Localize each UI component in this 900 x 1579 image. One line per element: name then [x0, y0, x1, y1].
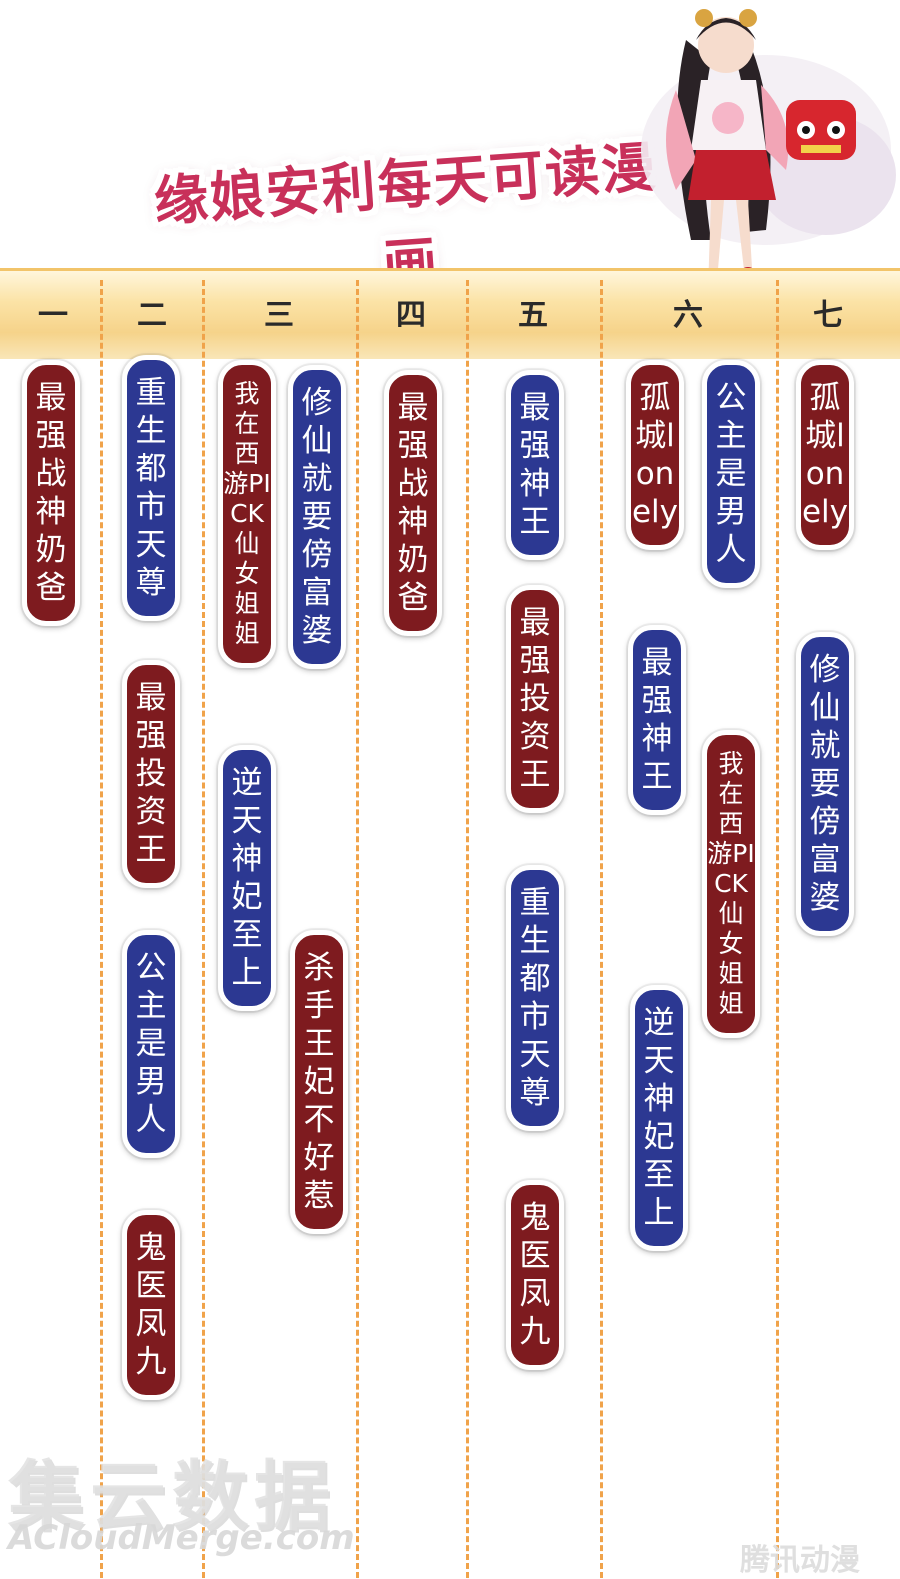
watermark-en: ACloudMerge.com — [8, 1518, 355, 1558]
column-divider — [776, 280, 779, 1578]
comic-pill-day2-2[interactable]: 最强投资王 — [122, 660, 180, 888]
watermark-corner: 腾讯动漫 — [740, 1543, 860, 1578]
comic-pill-day5-3[interactable]: 重生都市天尊 — [506, 865, 564, 1131]
comic-pill-day7-1[interactable]: 孤城lonely — [796, 360, 854, 550]
day-label-4: 四 — [396, 298, 426, 333]
comic-pill-day2-4[interactable]: 鬼医凤九 — [122, 1210, 180, 1400]
day-label-1: 一 — [38, 298, 68, 333]
comic-pill-day3-2[interactable]: 修仙就要傍富婆 — [288, 365, 346, 669]
comic-pill-day5-2[interactable]: 最强投资王 — [506, 585, 564, 813]
comic-pill-day6-3[interactable]: 最强神王 — [628, 625, 686, 815]
column-divider — [466, 280, 469, 1578]
watermark-cn: 集云数据 — [8, 1452, 336, 1541]
comic-pill-day6-2[interactable]: 公主是男人 — [702, 360, 760, 588]
comic-pill-day2-3[interactable]: 公主是男人 — [122, 930, 180, 1158]
comic-pill-day5-4[interactable]: 鬼医凤九 — [506, 1180, 564, 1370]
weekday-header — [0, 268, 900, 359]
comic-pill-day2-1[interactable]: 重生都市天尊 — [122, 355, 180, 621]
day-label-3: 三 — [264, 298, 294, 333]
day-label-6: 六 — [673, 298, 703, 333]
column-divider — [356, 280, 359, 1578]
comic-pill-day6-4[interactable]: 我在西游PICK仙女姐姐 — [702, 730, 760, 1038]
column-divider — [600, 280, 603, 1578]
column-divider — [100, 280, 103, 1578]
comic-pill-day6-1[interactable]: 孤城lonely — [626, 360, 684, 550]
day-label-5: 五 — [518, 298, 548, 333]
comic-pill-day3-4[interactable]: 杀手王妃不好惹 — [290, 930, 348, 1234]
comic-pill-day5-1[interactable]: 最强神王 — [506, 370, 564, 560]
comic-pill-day3-3[interactable]: 逆天神妃至上 — [218, 745, 276, 1011]
column-divider — [202, 280, 205, 1578]
comic-pill-day3-1[interactable]: 我在西游PICK仙女姐姐 — [218, 360, 276, 668]
day-label-7: 七 — [813, 298, 843, 333]
comic-pill-day4-1[interactable]: 最强战神奶爸 — [384, 370, 442, 636]
day-label-2: 二 — [137, 298, 167, 333]
comic-pill-day6-5[interactable]: 逆天神妃至上 — [630, 985, 688, 1251]
comic-pill-day1-1[interactable]: 最强战神奶爸 — [22, 360, 80, 626]
comic-pill-day7-2[interactable]: 修仙就要傍富婆 — [796, 632, 854, 936]
banner: 缘娘安利每天可读漫画 — [136, 92, 674, 296]
